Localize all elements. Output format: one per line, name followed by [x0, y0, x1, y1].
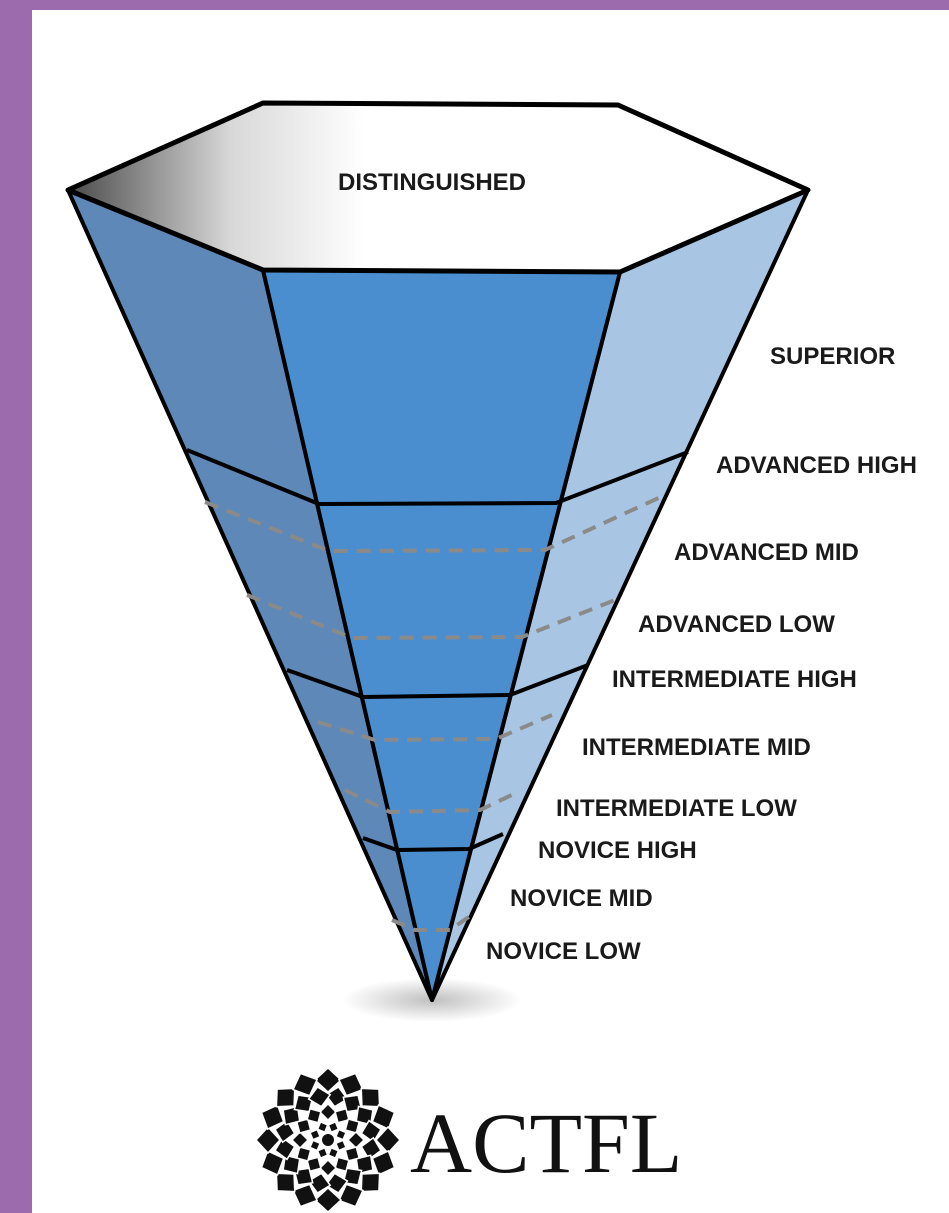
label-intermediate-low: INTERMEDIATE LOW [556, 795, 797, 822]
major-band-lines [186, 448, 689, 852]
label-advanced-high: ADVANCED HIGH [716, 452, 917, 479]
label-novice-mid: NOVICE MID [510, 885, 653, 912]
label-advanced-low: ADVANCED LOW [638, 611, 835, 638]
logo-text: ACTFL [410, 1095, 682, 1191]
label-novice-high: NOVICE HIGH [538, 837, 697, 864]
lotus-mandala-icon [254, 1066, 402, 1213]
label-advanced-mid: ADVANCED MID [674, 539, 859, 566]
label-distinguished: DISTINGUISHED [338, 169, 526, 196]
label-novice-low: NOVICE LOW [486, 938, 641, 965]
actfl-logo: ACTFL [254, 1066, 682, 1213]
label-superior: SUPERIOR [770, 343, 895, 370]
label-intermediate-mid: INTERMEDIATE MID [582, 734, 811, 761]
label-intermediate-high: INTERMEDIATE HIGH [612, 666, 857, 693]
top-face-distinguished [65, 100, 811, 275]
sublevel-dashed-lines [204, 493, 666, 932]
